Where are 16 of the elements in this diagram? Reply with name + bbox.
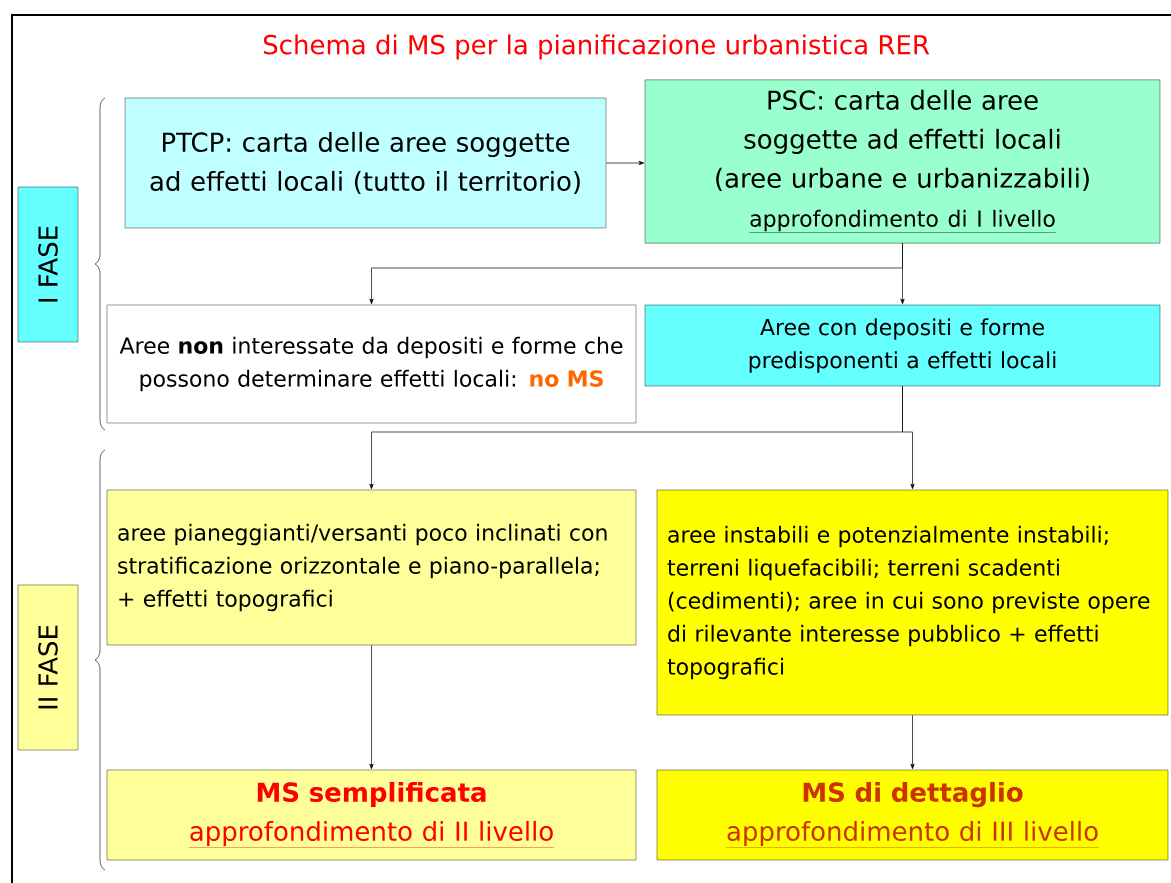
process-box: Aree con depositi e forme predisponenti a effetti locali	[644, 304, 1161, 387]
result-box: MS di dettaglio approfondimento di III livello	[656, 769, 1169, 861]
process-box: PTCP: carta delle aree soggette ad effetti locali (tutto il territorio)	[124, 97, 607, 229]
process-box: Aree non interessate da depositi e forme che possono determinare effetti locali: no MS	[106, 304, 637, 424]
arrow	[369, 644, 374, 770]
process-box: aree pianeggianti/versanti poco inclinati con stratificazione orizzontale e piano-parallela; + effetti topografici	[106, 489, 637, 646]
process-box: PSC: carta delle aree soggette ad effetti locali (aree urbane e urbanizzabili) approfondimento di I livello	[644, 79, 1161, 244]
title: Schema di MS per la pianificazione urbanistica RER	[263, 34, 930, 60]
arrow	[902, 385, 915, 490]
arrow	[605, 160, 645, 166]
phase-label: I FASE	[17, 186, 79, 343]
arrow	[900, 243, 905, 305]
arrow	[910, 714, 915, 770]
result-box: MS semplificata approfondimento di II livello	[106, 769, 637, 861]
process-box: aree instabili e potenzialmente instabili; terreni liquefacibili; terreni scadenti (cedimenti); aree in cui sono previste opere di rilevante interesse pubblico + effetti topografici	[656, 489, 1169, 716]
phase-label: II FASE	[17, 584, 79, 751]
